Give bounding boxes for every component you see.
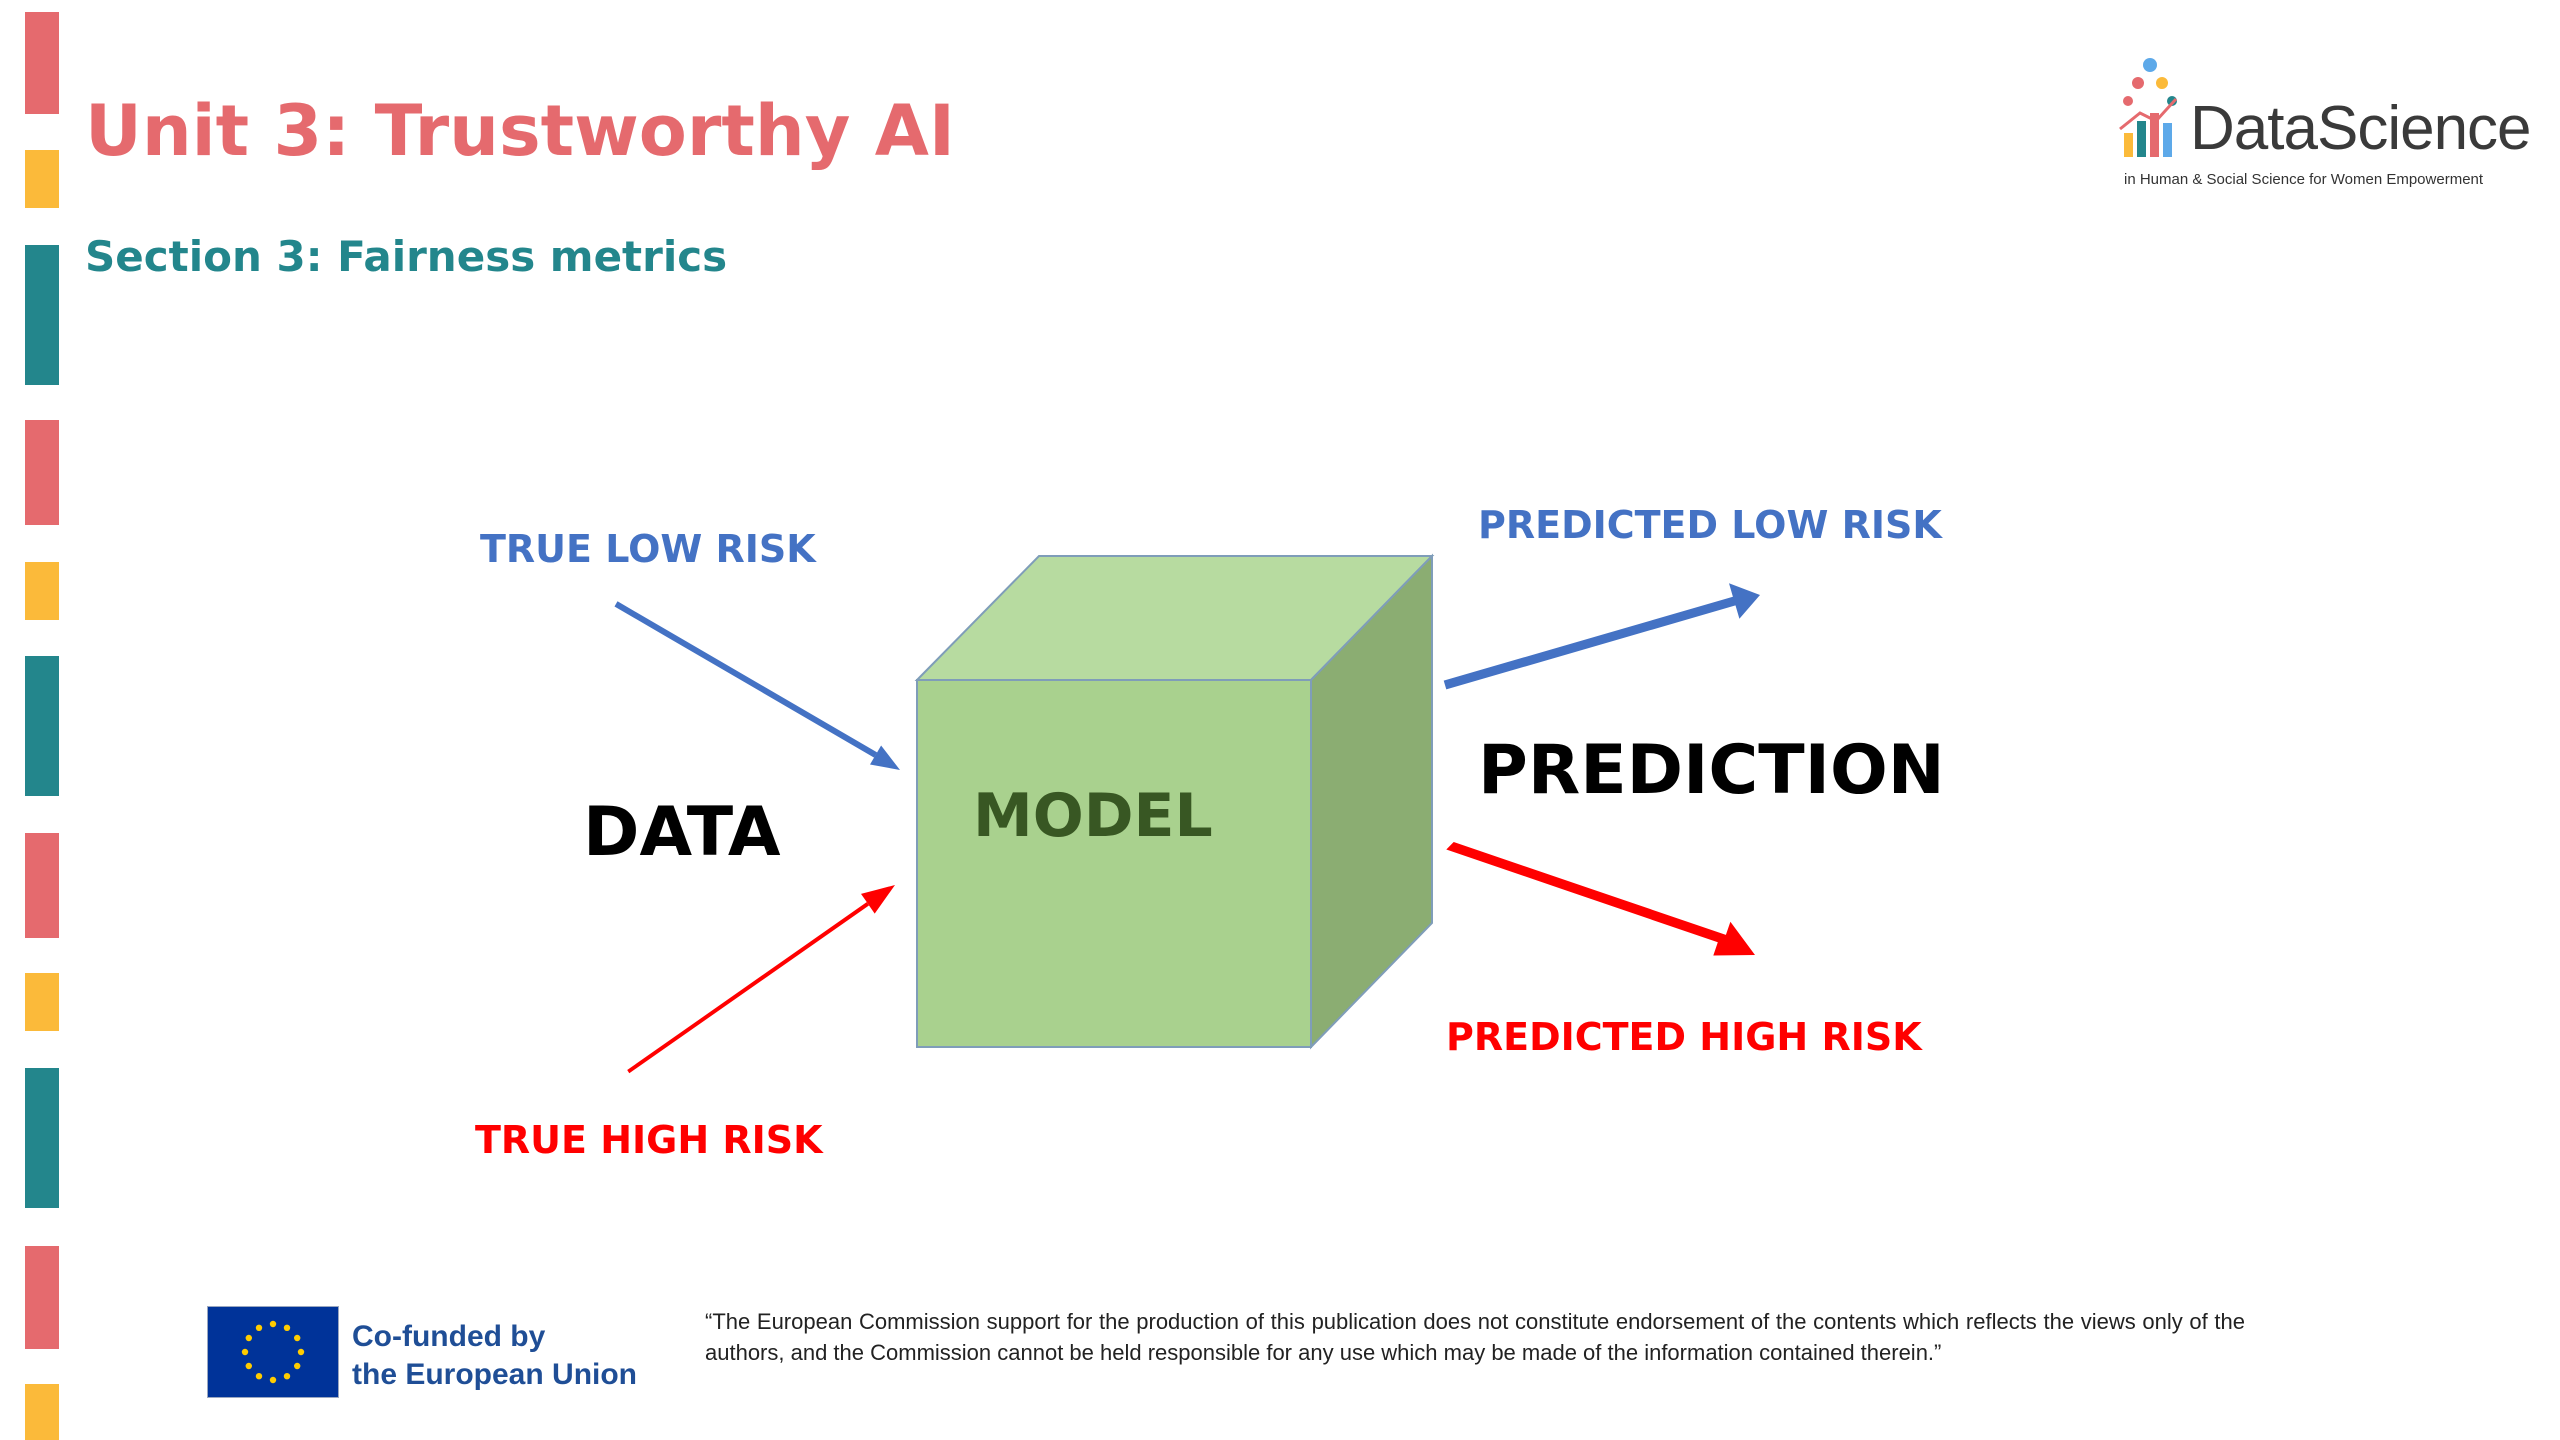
label-true-high-risk: TRUE HIGH RISK [475,1118,824,1162]
eu-funding-text: Co-funded by the European Union [352,1318,637,1394]
stripe-yellow [25,562,59,620]
stripe-red [25,420,59,525]
stripe-yellow [25,973,59,1031]
stripe-red [25,12,59,114]
stripe-yellow [25,1384,59,1440]
logo-tagline: in Human & Social Science for Women Empo… [2124,171,2484,188]
label-data: DATA [583,793,781,872]
stripe-teal [25,245,59,385]
stripe-red [25,1246,59,1349]
model-cube [914,553,1435,1050]
decorative-stripes [25,0,59,1440]
stripe-teal [25,1068,59,1208]
logo-wordmark: DataScience [2190,94,2532,163]
eu-funding-line2: the European Union [352,1358,637,1391]
cube-front-face [916,679,1312,1048]
label-true-low-risk: TRUE LOW RISK [480,527,817,571]
arrow-predicted-low-risk [1443,583,1760,690]
stripe-teal [25,656,59,796]
eu-funding-line1: Co-funded by [352,1320,546,1353]
stripe-red [25,833,59,938]
arrow-true-high-risk [627,885,895,1074]
datascience-logo: DataScience in Human & Social Science fo… [2110,55,2550,195]
arrow-true-low-risk [614,601,900,770]
logo-icon [2119,58,2178,157]
stripe-yellow [25,150,59,208]
eu-flag-icon [207,1306,339,1398]
label-predicted-high-risk: PREDICTED HIGH RISK [1446,1015,1923,1059]
slide-title: Unit 3: Trustworthy AI [85,90,955,172]
label-model: MODEL [973,781,1213,851]
slide-subtitle: Section 3: Fairness metrics [85,232,728,281]
disclaimer-text: “The European Commission support for the… [705,1309,2245,1365]
arrow-predicted-high-risk [1446,842,1755,956]
label-predicted-low-risk: PREDICTED LOW RISK [1478,503,1943,547]
label-prediction: PREDICTION [1478,731,1945,810]
